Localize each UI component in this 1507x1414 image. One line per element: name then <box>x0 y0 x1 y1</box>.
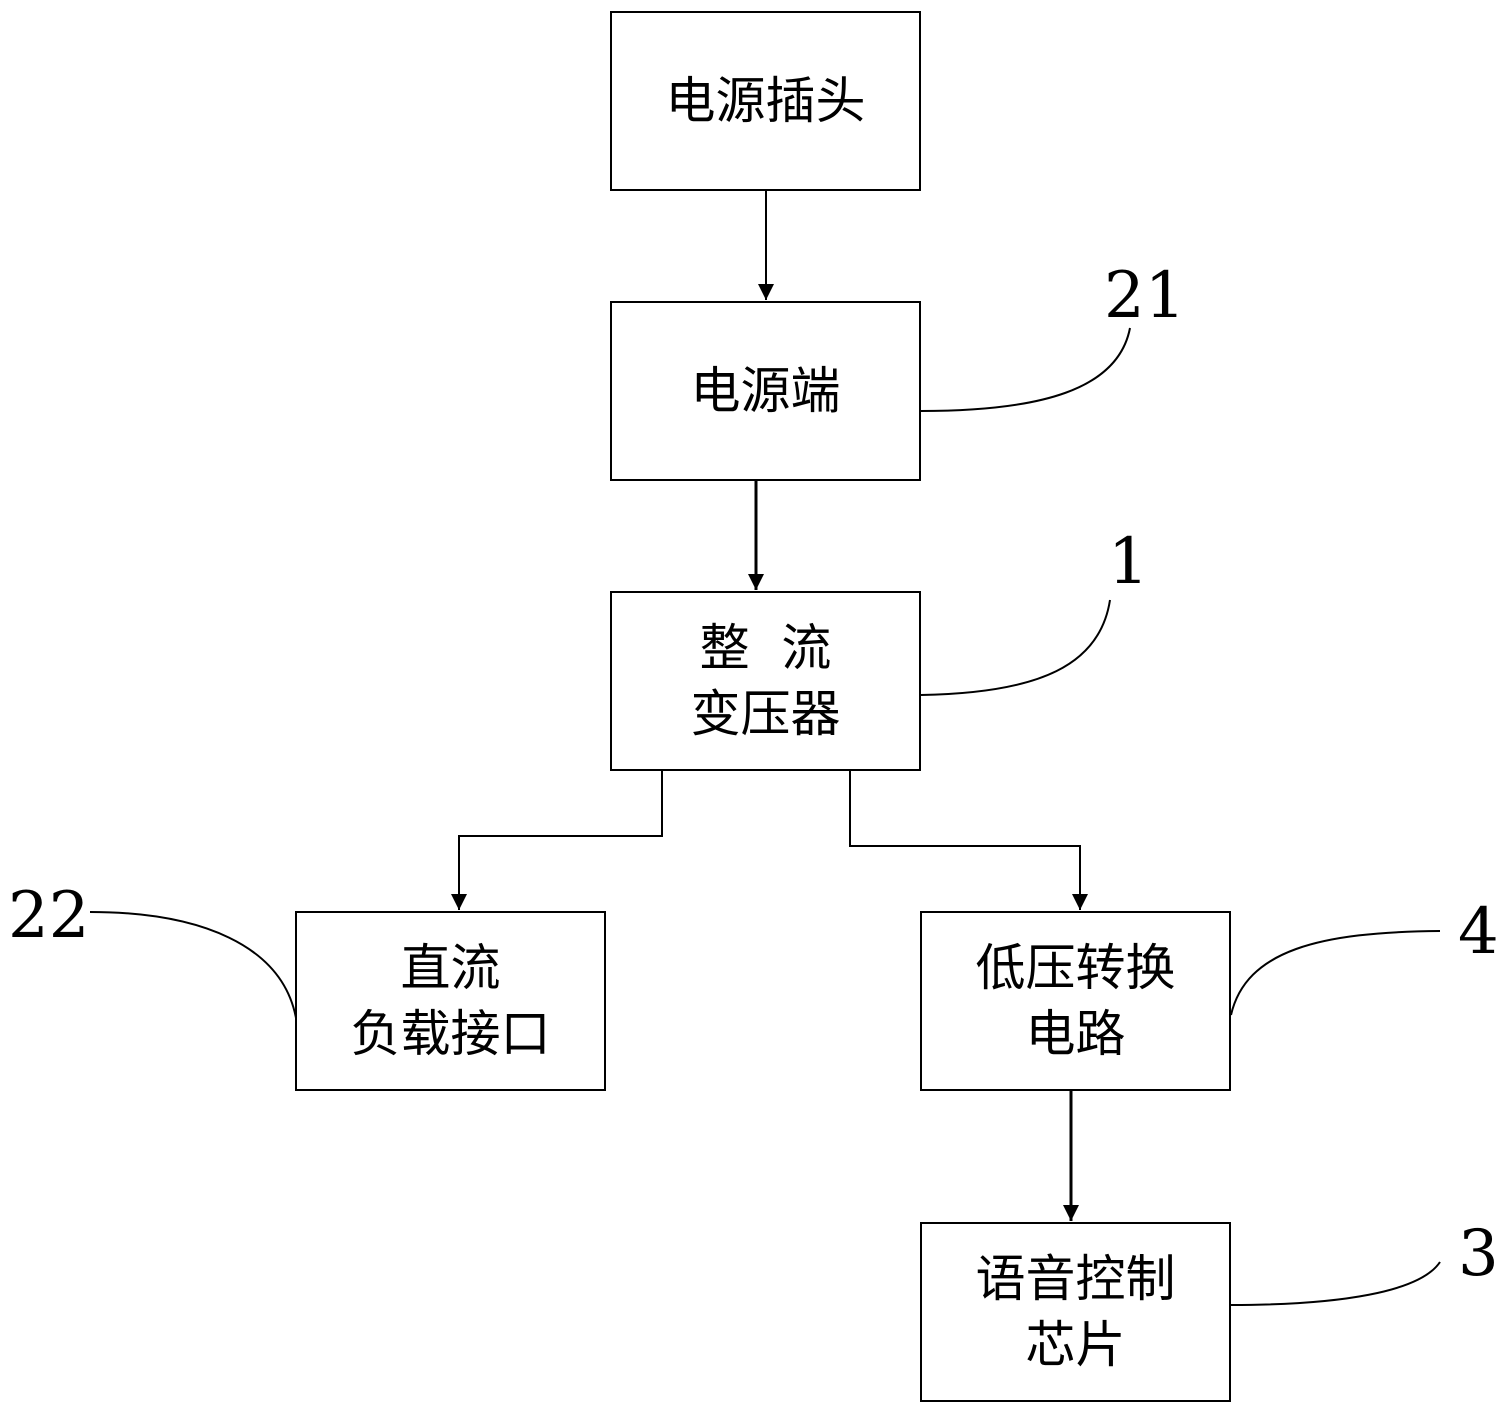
leader-4 <box>1230 930 1441 1016</box>
voice-chip-label-line1: 语音控制 <box>975 1250 1176 1308</box>
arrow-rectifier-to-dc-load <box>451 771 663 910</box>
voice-chip-label-line2: 芯片 <box>1025 1316 1126 1374</box>
ref-label-1: 1 <box>1108 525 1149 599</box>
dc-load-label-line2: 负载接口 <box>350 1005 551 1063</box>
leader-1 <box>920 599 1111 696</box>
power-plug-box: 电源插头 <box>610 11 921 191</box>
low-voltage-label-line1: 低压转换 <box>975 939 1176 997</box>
low-voltage-circuit-box: 低压转换 电路 <box>920 911 1231 1091</box>
rectifier-label-line1: 整 流 <box>699 619 832 677</box>
power-plug-label: 电源插头 <box>665 72 866 130</box>
power-end-label: 电源端 <box>690 362 841 420</box>
leader-22 <box>89 911 297 1019</box>
low-voltage-label-line2: 电路 <box>1025 1005 1126 1063</box>
rectifier-transformer-box: 整 流 变压器 <box>610 591 921 771</box>
power-end-box: 电源端 <box>610 301 921 481</box>
leader-21 <box>920 327 1131 412</box>
arrow-rectifier-to-low-voltage <box>849 771 1088 910</box>
ref-label-22: 22 <box>8 879 90 953</box>
dc-load-interface-box: 直流 负载接口 <box>295 911 606 1091</box>
voice-control-chip-box: 语音控制 芯片 <box>920 1222 1231 1402</box>
ref-label-21: 21 <box>1104 259 1186 333</box>
rectifier-label-line2: 变压器 <box>690 685 841 743</box>
ref-label-3: 3 <box>1458 1217 1499 1291</box>
dc-load-label-line1: 直流 <box>400 939 501 997</box>
leader-3 <box>1230 1261 1441 1306</box>
ref-label-4: 4 <box>1458 895 1499 969</box>
